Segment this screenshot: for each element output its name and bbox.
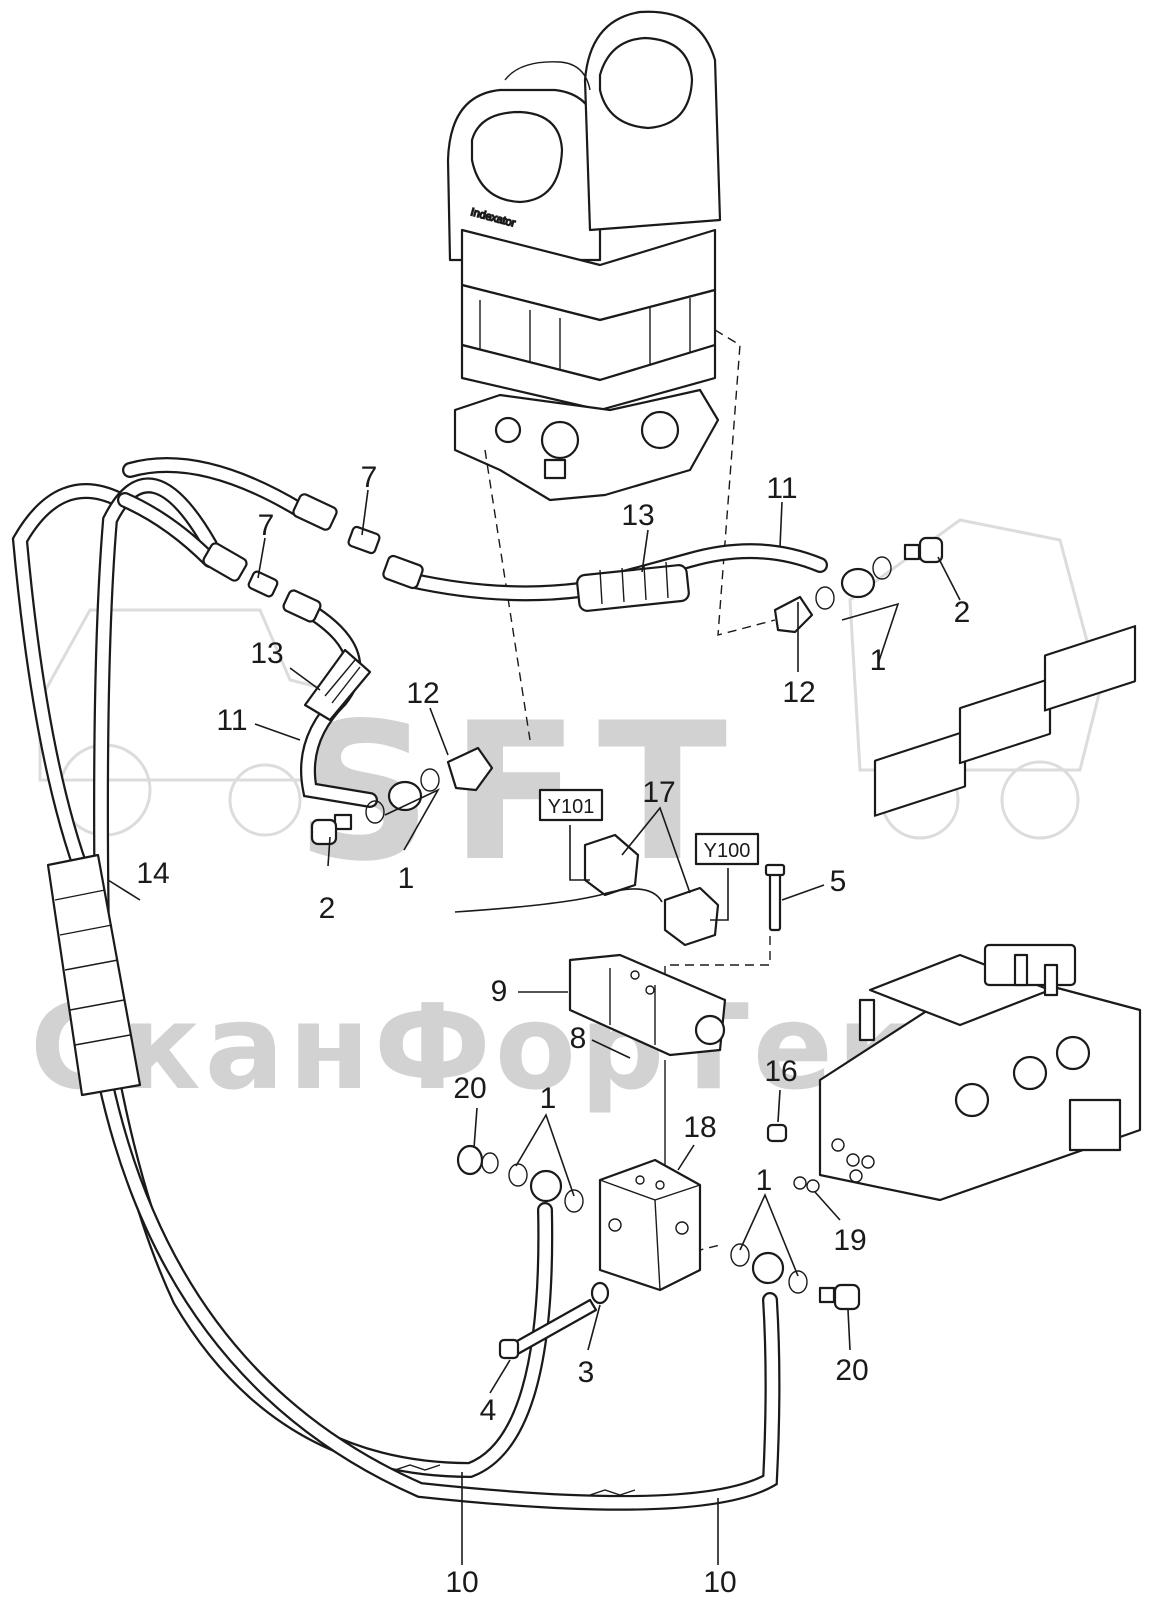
callout-1-right-mid: 1	[756, 1164, 773, 1197]
callout-7-lower: 7	[258, 509, 275, 542]
callout-9: 9	[491, 975, 508, 1008]
callout-16: 16	[764, 1055, 797, 1088]
callout-7-upper: 7	[361, 461, 378, 494]
callout-20-right: 20	[835, 1354, 868, 1387]
solenoid-tags: Y101 Y100	[538, 788, 760, 866]
callout-3: 3	[578, 1356, 595, 1389]
callout-1-left-mid: 1	[540, 1082, 557, 1115]
tag-y101-box	[538, 788, 604, 822]
callout-2-left: 2	[319, 892, 336, 925]
hose-14-10	[11, 477, 781, 1511]
callout-11-right: 11	[766, 472, 797, 505]
callout-5: 5	[830, 865, 847, 898]
callout-10-left: 10	[445, 1566, 478, 1599]
callout-8: 8	[570, 1022, 587, 1055]
callout-17: 17	[642, 776, 675, 809]
callout-13-left: 13	[250, 637, 283, 670]
callout-12-right: 12	[782, 676, 815, 709]
callout-12-left: 12	[406, 677, 439, 710]
callout-14: 14	[136, 857, 169, 890]
callout-18: 18	[683, 1111, 716, 1144]
watermark-company: СканФорТек	[30, 978, 921, 1116]
control-valve-bank	[818, 625, 1142, 1202]
callout-10-right: 10	[703, 1566, 736, 1599]
callout-2-right: 2	[954, 596, 971, 629]
leader-lines	[107, 489, 961, 1565]
rotator-assembly: Indexator	[446, 10, 722, 502]
callout-1-right-top: 1	[870, 644, 887, 677]
manifold-block	[456, 1060, 861, 1360]
solenoid-valve	[454, 833, 786, 1057]
callout-1-left-top: 1	[398, 862, 415, 895]
watermark: SFT СканФорТек	[30, 518, 1102, 1116]
callout-20-left: 20	[453, 1072, 486, 1105]
callout-4: 4	[480, 1394, 497, 1427]
callout-13-right: 13	[621, 499, 654, 532]
hose-11-13	[117, 457, 944, 846]
tag-y100-box	[694, 832, 760, 866]
callout-19: 19	[833, 1224, 866, 1257]
tag-y101: Y101	[548, 796, 595, 818]
tag-y100: Y100	[704, 840, 751, 862]
callout-11-left: 11	[216, 704, 247, 737]
callout-labels: 7 7 13 11 13 11 12 12 2 1 1 2 17 5 14 9 …	[136, 461, 970, 1599]
